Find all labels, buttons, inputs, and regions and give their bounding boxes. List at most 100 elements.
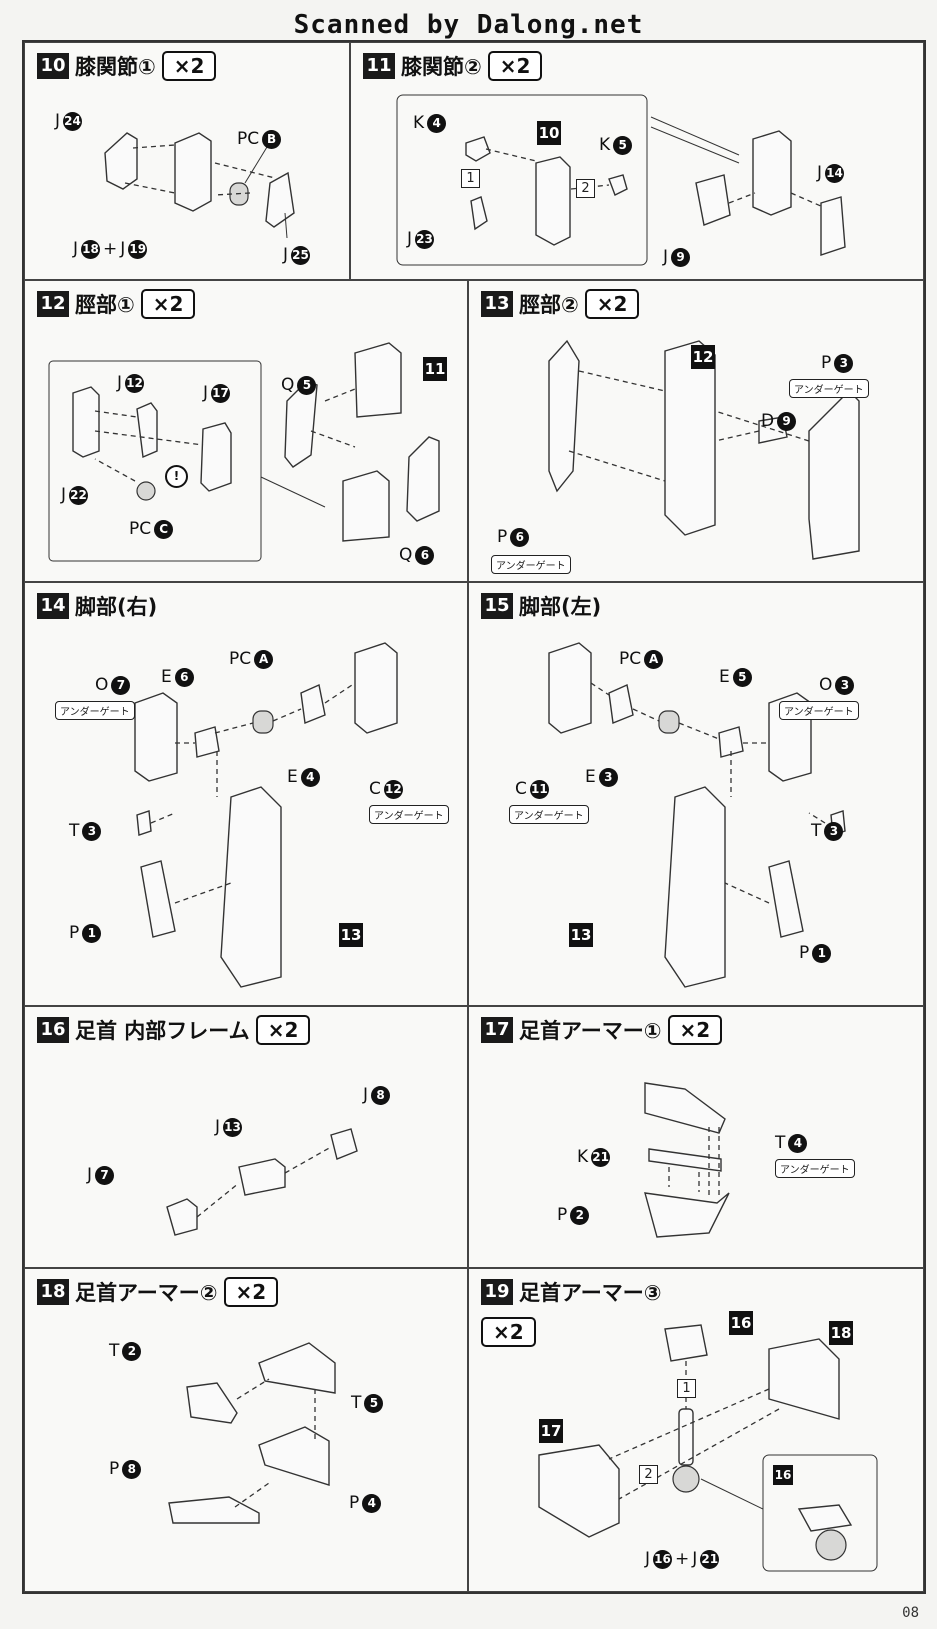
step-number: 12 <box>37 291 69 317</box>
step-title: 12 脛部① ×2 <box>37 289 196 319</box>
assembly-diagram <box>166 1128 358 1236</box>
step-title: 14 脚部(右) <box>37 591 157 621</box>
step-name: 足首 内部フレーム <box>75 1019 250 1043</box>
under-gate-tag: アンダーゲート <box>775 1159 855 1178</box>
assembly-diagram <box>644 1082 730 1238</box>
ref-step-13: 13 <box>569 923 593 947</box>
multiplier-badge: ×2 <box>487 51 543 81</box>
under-gate-tag: アンダーゲート <box>491 555 571 574</box>
ref-step-18: 18 <box>829 1321 853 1345</box>
step-name: 脛部① <box>75 293 135 317</box>
ref-step-17: 17 <box>539 1419 563 1443</box>
under-gate-tag: アンダーゲート <box>369 805 449 824</box>
assembly-diagram <box>48 342 440 562</box>
assembly-diagram <box>538 1324 878 1572</box>
assembly-diagram <box>104 132 295 239</box>
step-number: 10 <box>37 53 69 79</box>
assembly-diagram <box>168 1342 336 1524</box>
under-gate-tag: アンダーゲート <box>509 805 589 824</box>
step-number: 16 <box>37 1017 69 1043</box>
page-number: 08 <box>902 1605 919 1621</box>
step-name: 足首アーマー② <box>75 1281 218 1305</box>
step-name: 足首アーマー① <box>519 1019 662 1043</box>
step-name: 足首アーマー③ <box>519 1281 662 1305</box>
step-number: 19 <box>481 1279 513 1305</box>
step-marker-2: 2 <box>576 179 595 198</box>
step-name: 膝関節① <box>75 55 156 79</box>
multiplier-badge: ×2 <box>584 289 640 319</box>
step-marker-2: 2 <box>639 1465 658 1484</box>
step-number: 11 <box>363 53 395 79</box>
step-title: 18 足首アーマー② ×2 <box>37 1277 279 1307</box>
step-number: 14 <box>37 593 69 619</box>
step-name: 膝関節② <box>401 55 482 79</box>
scan-banner: Scanned by Dalong.net <box>293 10 644 40</box>
ref-step-16-inset: 16 <box>773 1465 793 1485</box>
step-number: 13 <box>481 291 513 317</box>
step-number: 18 <box>37 1279 69 1305</box>
step-name: 脚部(左) <box>519 595 602 619</box>
step-marker-1: 1 <box>677 1379 696 1398</box>
step-title: 16 足首 内部フレーム ×2 <box>37 1015 311 1045</box>
ref-step-12: 12 <box>691 345 715 369</box>
multiplier-badge: ×2 <box>161 51 217 81</box>
step-title: 15 脚部(左) <box>481 591 601 621</box>
under-gate-tag: アンダーゲート <box>55 701 135 720</box>
step-number: 17 <box>481 1017 513 1043</box>
step-name: 脛部② <box>519 293 579 317</box>
ref-step-13: 13 <box>339 923 363 947</box>
assembly-diagram <box>396 94 846 266</box>
multiplier-badge: ×2 <box>140 289 196 319</box>
step-title: 10 膝関節① ×2 <box>37 51 217 81</box>
under-gate-tag: アンダーゲート <box>779 701 859 720</box>
warning-icon: ! <box>165 465 188 488</box>
multiplier-badge: ×2 <box>223 1277 279 1307</box>
